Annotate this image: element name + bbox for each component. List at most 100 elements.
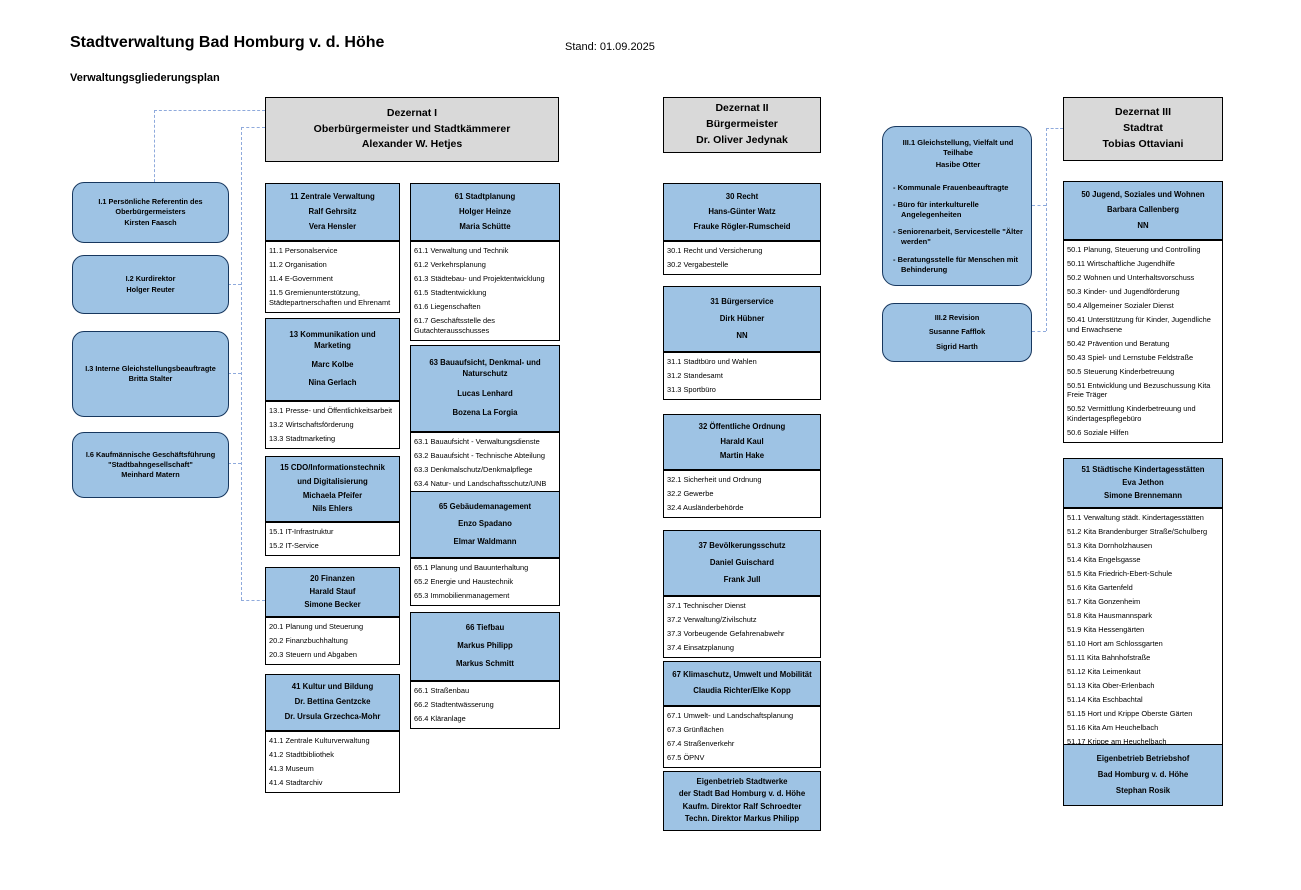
text-line: 51.14 Kita Eschbachtal [1067,695,1143,705]
text-line: 32 Öffentliche Ordnung [698,422,786,432]
text-line: Simone Becker [304,599,361,609]
unit-13-list: 13.1 Presse- und Öffentlichkeitsarbeit 13… [265,401,400,449]
text-line: - Beratungsstelle für Menschen mit Behin… [893,254,1019,274]
text-line: 41 Kultur und Bildung [291,682,374,692]
connector-line [241,127,242,600]
text-line: 66.4 Kläranlage [414,714,466,724]
text-line: 51.13 Kita Ober-Erlenbach [1067,681,1155,691]
unit-50-list: 50.1 Planung, Steuerung und Controlling 5… [1063,240,1223,443]
text-line: 66.2 Stadtentwässerung [414,700,494,710]
text-line: 13 Kommunikation und Marketing [289,330,376,350]
text-line: Nils Ehlers [312,504,353,514]
connector-line [1046,128,1063,129]
text-line: 37.3 Vorbeugende Gefahrenabwehr [667,629,785,639]
text-line: 50.1 Planung, Steuerung und Controlling [1067,245,1201,255]
text-line: Dr. Oliver Jedynak [696,133,788,146]
text-line: Harald Stauf [309,586,356,596]
text-line: Simone Brennemann [1104,490,1182,500]
unit-63-header-box: 63 Bauaufsicht, Denkmal- und Naturschutz… [410,345,560,432]
text-line: 51.3 Kita Dornholzhausen [1067,541,1153,551]
text-line: Markus Schmitt [455,659,515,669]
text-line: Vera Hensler [308,221,357,231]
text-line: 50.4 Allgemeiner Sozialer Dienst [1067,301,1174,311]
text-line: 65.1 Planung und Bauunterhaltung [414,563,529,573]
text-line: 50.6 Soziale Hilfen [1067,428,1129,438]
text-line: III.1 Gleichstellung, Vielfalt und Teilh… [902,138,1014,158]
text-line: 61 Stadtplanung [454,191,516,201]
text-line: Hans-Günter Watz [708,206,776,216]
text-line: Nina Gerlach [308,378,357,388]
text-line: 37.4 Einsatzplanung [667,643,734,653]
text-line: Hasibe Otter [935,160,981,170]
text-line: Eigenbetrieb Betriebshof [1096,753,1190,763]
connector-line [241,600,265,601]
text-line: Marc Kolbe [311,359,354,369]
connector-line [228,284,241,285]
connector-line [228,373,241,374]
text-line: Kirsten Faasch [124,217,177,227]
text-line: 50 Jugend, Soziales und Wohnen [1081,189,1205,199]
text-line: 61.3 Städtebau- und Projektentwicklung [414,274,545,284]
text-line: 51.2 Kita Brandenburger Straße/Schulberg [1067,527,1208,537]
text-line: - Kommunale Frauenbeauftragte [893,182,1009,192]
text-line: Bürgermeister [706,118,778,131]
text-line: NN [1137,220,1149,230]
text-line: Frauke Rögler-Rumscheid [693,221,791,231]
text-line: 51.10 Hort am Schlossgarten [1067,639,1163,649]
text-line: Tobias Ottaviani [1102,137,1184,150]
text-line: 50.11 Wirtschaftliche Jugendhilfe [1067,259,1175,269]
unit-51-list: 51.1 Verwaltung städt. Kindertagesstätte… [1063,508,1223,752]
connector-line [228,463,241,464]
text-line: 11.1 Personalservice [269,246,338,256]
text-line: 63.1 Bauaufsicht - Verwaltungsdienste [414,437,540,447]
text-line: Enzo Spadano [458,519,512,529]
text-line: 61.5 Stadtentwicklung [414,288,487,298]
text-line: Dr. Bettina Gentzcke [294,697,371,707]
text-line: NN [736,330,748,340]
text-line: 20.3 Steuern und Abgaben [269,650,357,660]
text-line: 51.12 Kita Leimenkaut [1067,667,1141,677]
text-line: 13.2 Wirtschaftsförderung [269,420,354,430]
connector-line [1032,205,1046,206]
text-line: 63.3 Denkmalschutz/Denkmalpflege [414,465,533,475]
text-line: 37 Bevölkerungsschutz [698,540,786,550]
text-line: 32.2 Gewerbe [667,489,714,499]
text-line: 13.1 Presse- und Öffentlichkeitsarbeit [269,406,393,416]
text-line: 51.9 Kita Hessengärten [1067,625,1145,635]
text-line: 20.2 Finanzbuchhaltung [269,636,348,646]
text-line: Susanne Fafflok [928,327,986,337]
text-line: 50.51 Entwicklung und Bezuschussung Kita… [1067,380,1211,400]
text-line: I.1 Persönliche Referentin des [98,197,203,207]
text-line: Claudia Richter/Elke Kopp [693,686,791,696]
text-line: 61.7 Geschäftsstelle des Gutachteraussch… [414,316,495,335]
text-line: 31.3 Sportbüro [667,385,716,395]
page-subtitle: Verwaltungsgliederungsplan [70,72,220,84]
text-line: 41.4 Stadtarchiv [269,778,323,788]
text-line: und Digitalisierung [297,476,368,486]
connector-line [154,110,265,111]
text-line: 50.41 Unterstützung für Kinder, Jugendli… [1067,315,1211,334]
text-line: 20 Finanzen [310,573,355,583]
text-line: 50.5 Steuerung Kinderbetreuung [1067,366,1175,376]
text-line: der Stadt Bad Homburg v. d. Höhe [678,789,806,799]
text-line: 67.3 Grünflächen [667,725,724,735]
text-line: Eva Jethon [1122,477,1164,487]
text-line: 11.2 Organisation [269,260,327,270]
